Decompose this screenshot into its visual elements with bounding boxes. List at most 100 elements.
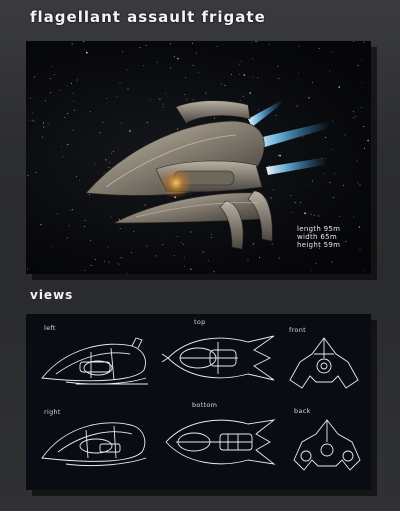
view-label-front: front [289,326,306,334]
star [190,231,192,233]
star [338,86,341,88]
star [73,109,75,111]
star [339,216,341,217]
star [50,92,52,94]
stat-width: width 65m [297,233,337,241]
star [356,160,358,162]
star [290,195,292,196]
star [323,173,324,175]
page-title: flagellant assault frigate [30,8,266,26]
star [72,92,74,94]
star [149,98,151,100]
star [259,257,260,258]
star [83,41,85,43]
star [279,154,281,157]
star [111,153,112,154]
star [359,184,361,186]
star [278,257,280,259]
star [189,193,191,195]
star [185,99,187,101]
star [318,47,320,49]
star [239,63,241,65]
star [313,214,315,216]
star [109,162,111,164]
star [363,126,365,128]
star [358,226,361,228]
star [71,209,73,211]
star [173,56,175,58]
star [331,261,333,263]
star [332,120,333,122]
star [52,245,54,247]
star [310,213,312,215]
view-label-bottom: bottom [192,401,218,409]
star [302,136,304,138]
star [198,71,200,73]
star [29,119,31,121]
star [249,92,251,94]
star [298,72,300,74]
star [195,52,197,54]
star [69,210,71,212]
star [256,41,258,43]
star [240,60,242,62]
star [107,246,109,248]
star [51,66,53,67]
star [352,117,354,119]
star [275,115,277,116]
star [127,273,129,274]
star [312,180,314,182]
star [190,268,192,270]
star [205,92,207,94]
star [308,96,310,99]
star [146,245,148,247]
star [120,122,122,124]
star [278,77,280,79]
star [304,212,306,215]
star [210,237,212,239]
star [26,268,28,270]
left-view-drawing [41,337,148,385]
star [207,260,209,262]
star [33,76,35,78]
star [176,235,178,237]
stat-height: height 59m [297,241,341,249]
star [220,83,222,85]
star [169,43,171,45]
star [332,197,334,199]
star [177,128,179,130]
star [83,49,85,51]
star [162,103,164,105]
star [162,244,164,246]
star [108,261,110,263]
right-view-drawing [41,422,147,467]
star [183,265,185,267]
hero-render-panel: length 95m width 65m height 59m [26,41,371,274]
star [90,265,92,266]
ship-stats: length 95m width 65m height 59m [297,225,340,249]
star [119,228,121,230]
star [94,163,96,165]
star [156,61,158,63]
star [255,41,256,43]
star [361,107,362,108]
star [361,81,363,83]
star [177,57,179,60]
star [242,95,244,97]
star [105,158,107,161]
star [144,204,146,206]
star [251,42,253,44]
star [84,270,86,272]
star [180,241,182,243]
star [326,232,328,234]
star [102,122,104,124]
star [99,132,101,134]
star [300,201,302,203]
star [318,247,320,249]
star [40,223,42,226]
star [184,256,186,258]
star [66,237,68,239]
star [182,243,184,245]
star [355,116,356,118]
star [94,258,96,260]
